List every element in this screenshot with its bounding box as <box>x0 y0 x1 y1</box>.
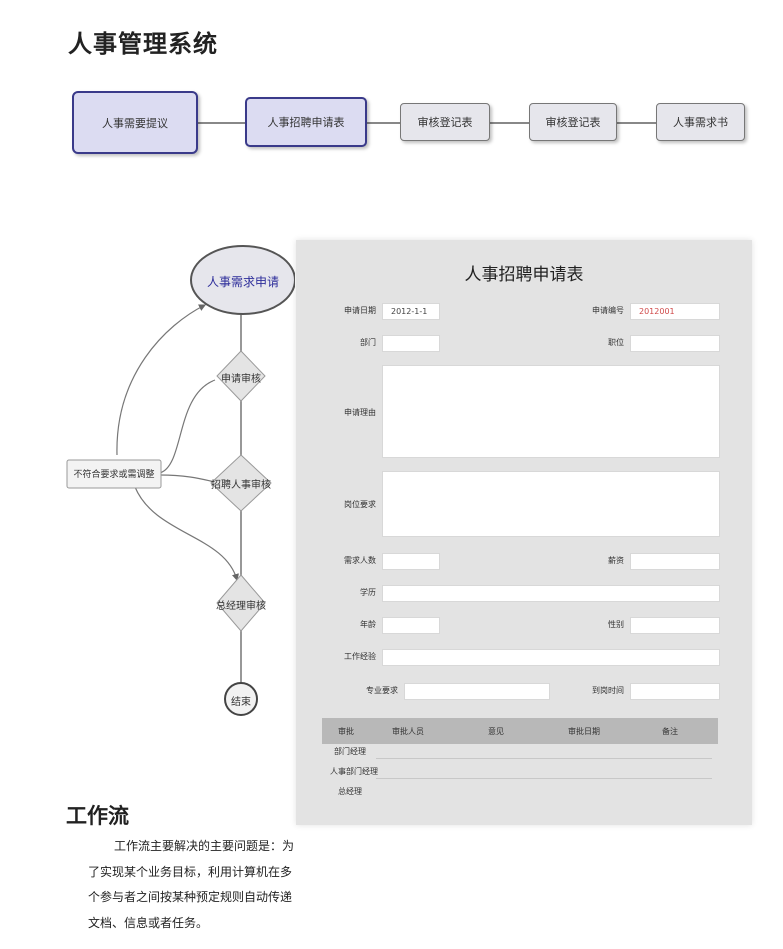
salary-input[interactable] <box>630 553 720 570</box>
workflow-description: 工作流主要解决的主要问题是：为了实现某个业务目标，利用计算机在多个参与者之间按某… <box>88 839 295 930</box>
start-label: 到岗时间 <box>592 686 624 695</box>
gender-input[interactable] <box>630 617 720 634</box>
major-label: 专业要求 <box>366 686 398 695</box>
requirement-textarea[interactable] <box>382 471 720 537</box>
approval-row[interactable] <box>376 758 712 759</box>
reason-label: 申请理由 <box>344 408 376 417</box>
gender-label: 性别 <box>608 620 624 629</box>
workflow-title: 工作流 <box>66 804 129 828</box>
step-connector <box>617 122 656 124</box>
start-input[interactable] <box>630 683 720 700</box>
approval-header-cell: 审批 <box>338 727 354 736</box>
position-label: 职位 <box>608 338 624 347</box>
approval-header-cell: 审批人员 <box>392 727 424 736</box>
approval-row[interactable] <box>376 778 712 779</box>
page-title: 人事管理系统 <box>68 30 218 58</box>
requirement-label: 岗位要求 <box>344 500 376 509</box>
step-review-register-2[interactable]: 审核登记表 <box>529 103 617 141</box>
dept-input[interactable] <box>382 335 440 352</box>
recruit-form-panel: 人事招聘申请表 申请日期 2012-1-1 申请编号 2012001 部门 职位… <box>296 240 752 825</box>
approval-header-cell: 审批日期 <box>568 727 600 736</box>
age-label: 年龄 <box>360 620 376 629</box>
flow-decision-gm: 总经理审核 <box>216 601 266 612</box>
approval-table-header: 审批 审批人员 意见 审批日期 备注 <box>322 718 718 744</box>
step-connector <box>490 122 529 124</box>
edu-input[interactable] <box>382 585 720 602</box>
step-connector <box>198 122 245 124</box>
form-title: 人事招聘申请表 <box>464 265 584 285</box>
approval-row-label: 部门经理 <box>334 747 366 756</box>
salary-label: 薪资 <box>608 556 624 565</box>
position-input[interactable] <box>630 335 720 352</box>
workflow-diagram <box>66 245 295 716</box>
age-input[interactable] <box>382 617 440 634</box>
flow-side-note: 不符合要求或需调整 <box>73 470 155 480</box>
approval-row-label: 总经理 <box>338 787 362 796</box>
dept-label: 部门 <box>360 338 376 347</box>
major-input[interactable] <box>404 683 550 700</box>
flow-end-node: 结束 <box>231 697 251 708</box>
exp-label: 工作经验 <box>344 652 376 661</box>
step-review-register-1[interactable]: 审核登记表 <box>400 103 490 141</box>
count-label: 需求人数 <box>344 556 376 565</box>
step-connector <box>367 122 400 124</box>
approval-row-label: 人事部门经理 <box>330 767 378 776</box>
flow-start-node: 人事需求申请 <box>206 275 279 289</box>
apply-date-input[interactable]: 2012-1-1 <box>382 303 440 320</box>
exp-input[interactable] <box>382 649 720 666</box>
edu-label: 学历 <box>360 588 376 597</box>
apply-no-label: 申请编号 <box>592 306 624 315</box>
apply-date-label: 申请日期 <box>344 306 376 315</box>
flow-decision-apply: 申请审核 <box>221 374 261 385</box>
count-input[interactable] <box>382 553 440 570</box>
step-hr-requirement[interactable]: 人事需求书 <box>656 103 745 141</box>
step-recruit-application[interactable]: 人事招聘申请表 <box>245 97 367 147</box>
apply-no-input[interactable]: 2012001 <box>630 303 720 320</box>
approval-header-cell: 备注 <box>662 727 678 736</box>
step-need-proposal[interactable]: 人事需要提议 <box>72 91 198 154</box>
approval-header-cell: 意见 <box>488 727 504 736</box>
reason-textarea[interactable] <box>382 365 720 458</box>
flow-decision-hr: 招聘人事审核 <box>211 480 271 491</box>
